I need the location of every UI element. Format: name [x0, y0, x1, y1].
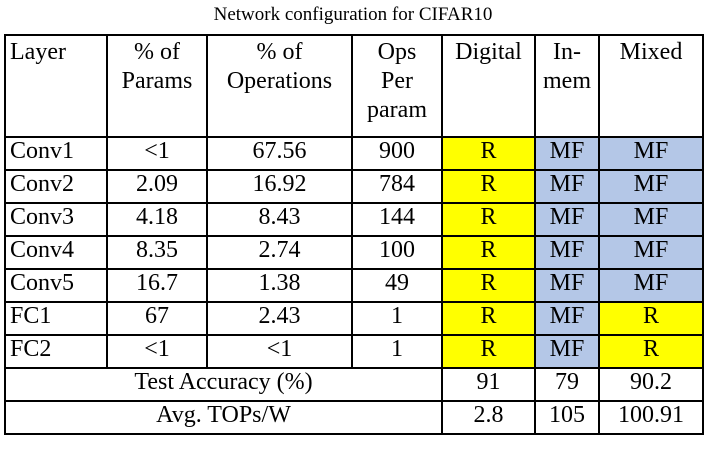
header-in-mem: In- mem — [534, 34, 600, 138]
summary-mixed: 90.2 — [598, 367, 704, 402]
cell-operations: 8.43 — [206, 202, 353, 237]
cell-ops-per-param: 49 — [351, 268, 443, 303]
header-in-mem-line1: In- — [553, 39, 581, 65]
summary-digital: 91 — [441, 367, 536, 402]
cell-mixed: R — [598, 334, 704, 369]
cell-digital: R — [441, 235, 536, 270]
cell-in-mem: MF — [534, 301, 600, 336]
cell-mixed: MF — [598, 136, 704, 171]
cell-digital: R — [441, 334, 536, 369]
cell-mixed: MF — [598, 169, 704, 204]
cell-ops-per-param: 100 — [351, 235, 443, 270]
cell-operations: 1.38 — [206, 268, 353, 303]
summary-digital: 2.8 — [441, 400, 536, 435]
summary-in-mem: 105 — [534, 400, 600, 435]
cell-in-mem: MF — [534, 136, 600, 171]
header-params-line2: Params — [121, 68, 193, 94]
header-mixed: Mixed — [598, 34, 704, 138]
summary-in-mem: 79 — [534, 367, 600, 402]
cell-in-mem: MF — [534, 169, 600, 204]
header-ops-per-param: Ops Per param — [351, 34, 443, 138]
cell-layer: FC1 — [4, 301, 108, 336]
cell-digital: R — [441, 268, 536, 303]
cell-ops-per-param: 784 — [351, 169, 443, 204]
cell-operations: 67.56 — [206, 136, 353, 171]
cell-params: <1 — [106, 334, 208, 369]
cell-digital: R — [441, 202, 536, 237]
cell-params: <1 — [106, 136, 208, 171]
cell-ops-per-param: 1 — [351, 301, 443, 336]
cell-ops-per-param: 900 — [351, 136, 443, 171]
cell-layer: Conv5 — [4, 268, 108, 303]
cell-mixed: MF — [598, 202, 704, 237]
cell-layer: Conv4 — [4, 235, 108, 270]
summary-label: Test Accuracy (%) — [4, 367, 443, 402]
cell-params: 4.18 — [106, 202, 208, 237]
cell-params: 67 — [106, 301, 208, 336]
cell-mixed: R — [598, 301, 704, 336]
network-config-table: Layer % of Params % of Operations Ops Pe… — [4, 34, 704, 435]
cell-digital: R — [441, 301, 536, 336]
cell-digital: R — [441, 136, 536, 171]
header-operations-line2: Operations — [226, 68, 333, 94]
cell-in-mem: MF — [534, 235, 600, 270]
cell-operations: <1 — [206, 334, 353, 369]
cell-in-mem: MF — [534, 202, 600, 237]
cell-operations: 2.43 — [206, 301, 353, 336]
header-row: Layer % of Params % of Operations Ops Pe… — [4, 34, 704, 138]
header-ops-line1: Ops — [377, 39, 417, 65]
summary-label: Avg. TOPs/W — [4, 400, 443, 435]
cell-layer: Conv1 — [4, 136, 108, 171]
header-operations: % of Operations — [206, 34, 353, 138]
cell-mixed: MF — [598, 235, 704, 270]
header-in-mem-line2: mem — [543, 68, 591, 94]
header-operations-line1: % of — [256, 39, 303, 65]
cell-params: 8.35 — [106, 235, 208, 270]
cell-ops-per-param: 1 — [351, 334, 443, 369]
cell-operations: 2.74 — [206, 235, 353, 270]
header-ops-line3: param — [367, 97, 427, 123]
cell-layer: Conv3 — [4, 202, 108, 237]
header-params-line1: % of — [134, 39, 180, 65]
cell-digital: R — [441, 169, 536, 204]
cell-ops-per-param: 144 — [351, 202, 443, 237]
header-ops-line2: Per — [381, 68, 413, 94]
cell-layer: Conv2 — [4, 169, 108, 204]
cell-layer: FC2 — [4, 334, 108, 369]
header-params: % of Params — [106, 34, 208, 138]
cell-params: 2.09 — [106, 169, 208, 204]
cell-mixed: MF — [598, 268, 704, 303]
header-layer: Layer — [4, 34, 108, 138]
header-digital: Digital — [441, 34, 536, 138]
cell-in-mem: MF — [534, 334, 600, 369]
cell-params: 16.7 — [106, 268, 208, 303]
table-caption: Network configuration for CIFAR10 — [213, 4, 493, 25]
summary-mixed: 100.91 — [598, 400, 704, 435]
cell-operations: 16.92 — [206, 169, 353, 204]
cell-in-mem: MF — [534, 268, 600, 303]
